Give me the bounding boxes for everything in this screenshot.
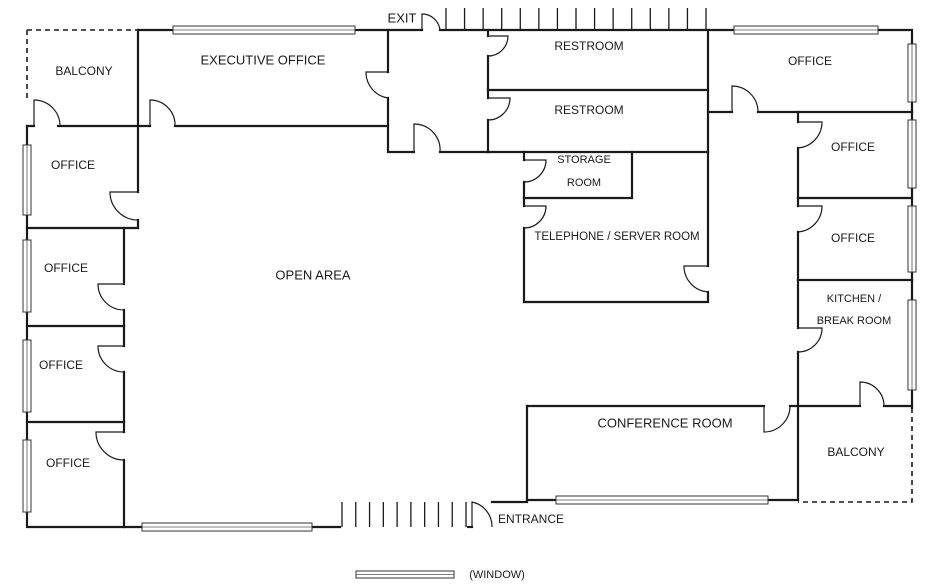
window-right-4 bbox=[907, 299, 917, 391]
entrance-label: ENTRANCE bbox=[498, 512, 564, 526]
window-left-1 bbox=[22, 144, 32, 216]
stairs-bottom-entrance bbox=[341, 502, 467, 527]
window-top-right bbox=[733, 25, 879, 35]
balcony-outlines bbox=[26, 29, 913, 503]
stairs-top-exit bbox=[445, 8, 707, 30]
window-bottom-conference bbox=[555, 495, 769, 505]
room-label-conference-room: CONFERENCE ROOM bbox=[597, 415, 732, 430]
room-label-office-top-right: OFFICE bbox=[788, 54, 832, 68]
room-label-restroom-2: RESTROOM bbox=[554, 103, 623, 117]
interior-walls bbox=[25, 28, 914, 529]
window-right-2 bbox=[907, 119, 917, 189]
window-left-2 bbox=[22, 239, 32, 313]
room-label-kitchen-line2: BREAK ROOM bbox=[817, 315, 892, 327]
room-label-balcony-top-left: BALCONY bbox=[55, 64, 112, 78]
window-right-3 bbox=[907, 205, 917, 273]
stairs bbox=[341, 8, 707, 527]
room-label-balcony-bottom-right: BALCONY bbox=[827, 445, 884, 459]
room-label-executive-office: EXECUTIVE OFFICE bbox=[201, 52, 326, 67]
window-bottom-left bbox=[141, 522, 313, 532]
door-swings bbox=[33, 13, 885, 528]
window-legend-symbol bbox=[355, 570, 455, 579]
room-label-office-left-2: OFFICE bbox=[44, 261, 88, 275]
room-label-office-left-4: OFFICE bbox=[46, 456, 90, 470]
room-label-office-right-1: OFFICE bbox=[831, 140, 875, 154]
room-label-office-left-3: OFFICE bbox=[39, 358, 83, 372]
room-label-office-right-2: OFFICE bbox=[831, 231, 875, 245]
room-label-storage-line2: ROOM bbox=[567, 177, 601, 189]
window-top-exec bbox=[172, 25, 356, 35]
window-left-4 bbox=[22, 439, 32, 513]
room-label-kitchen-line1: KITCHEN / bbox=[827, 293, 882, 305]
room-labels: BALCONY EXECUTIVE OFFICE RESTROOM RESTRO… bbox=[39, 10, 891, 580]
room-label-restroom-1: RESTROOM bbox=[554, 39, 623, 53]
room-label-office-left-1: OFFICE bbox=[51, 158, 95, 172]
exit-label: EXIT bbox=[388, 10, 417, 25]
windows bbox=[22, 25, 917, 579]
exterior-walls bbox=[25, 28, 914, 529]
legend-window-label: (WINDOW) bbox=[469, 569, 525, 581]
window-left-3 bbox=[22, 339, 32, 413]
window-right-1 bbox=[907, 43, 917, 103]
room-label-storage-line1: STORAGE bbox=[557, 154, 611, 166]
room-label-open-area: OPEN AREA bbox=[275, 267, 350, 282]
room-label-telephone-server: TELEPHONE / SERVER ROOM bbox=[534, 231, 699, 243]
